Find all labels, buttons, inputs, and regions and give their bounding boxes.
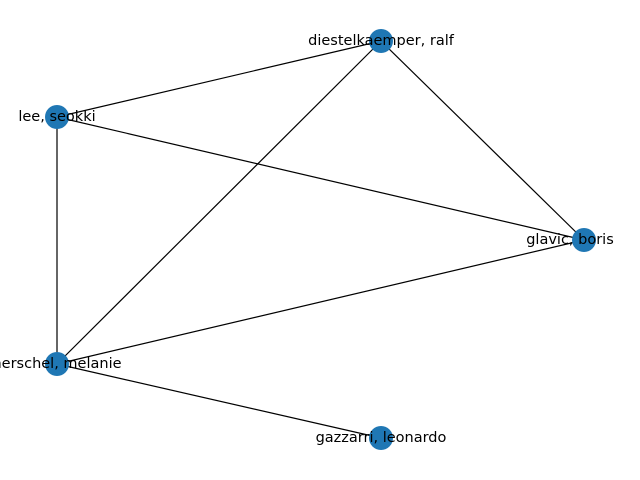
edge-herschel-gazzarri — [56, 363, 382, 439]
edge-glavic-herschel — [56, 239, 585, 365]
node-diestelkaemper — [369, 29, 393, 53]
node-lee — [45, 105, 69, 129]
node-label-herschel: herschel, melanie — [0, 356, 122, 372]
edge-diestelkaemper-glavic — [380, 40, 585, 241]
node-glavic — [572, 228, 596, 252]
node-label-glavic: glavic, boris — [526, 232, 614, 248]
edge-diestelkaemper-herschel — [56, 40, 382, 365]
node-label-diestelkaemper: diestelkaemper, ralf — [308, 33, 455, 49]
edge-diestelkaemper-lee — [56, 40, 382, 118]
edge-lee-glavic — [56, 116, 585, 241]
node-label-lee: lee, seokki — [18, 109, 95, 125]
labels-layer: diestelkaemper, ralf lee, seokki glavic, b… — [0, 33, 614, 446]
node-herschel — [45, 352, 69, 376]
edges-layer — [56, 40, 585, 439]
nodes-layer — [45, 29, 596, 450]
node-gazzarri — [369, 426, 393, 450]
node-label-gazzarri: gazzarri, leonardo — [316, 430, 447, 446]
